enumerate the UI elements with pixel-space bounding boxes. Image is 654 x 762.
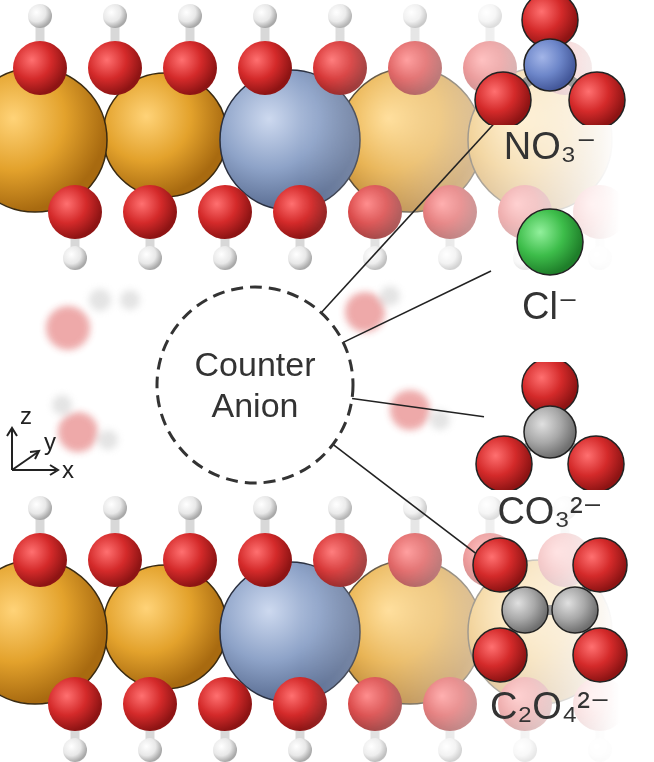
molecule-model (470, 0, 630, 125)
leader-line (352, 398, 484, 416)
anion-formula: NO₃⁻ (466, 125, 634, 169)
leader-line (343, 271, 491, 342)
anion-circle: Counter Anion (155, 285, 355, 485)
anion-formula: CO₃²⁻ (466, 490, 634, 534)
axis-label: x (62, 458, 74, 482)
leader-line (333, 444, 484, 559)
axis-label: z (20, 404, 32, 428)
molecule-model (470, 535, 630, 685)
anion-molecule: Cl⁻ (466, 200, 634, 329)
anion-molecule: C₂O₄²⁻ (466, 535, 634, 729)
anion-formula: Cl⁻ (466, 285, 634, 329)
anion-molecule: NO₃⁻ (466, 0, 634, 169)
anion-formula: C₂O₄²⁻ (466, 685, 634, 729)
molecule-model (470, 200, 630, 285)
circle-label: Counter Anion (175, 344, 335, 426)
dashed-circle (155, 285, 355, 485)
anion-molecule: CO₃²⁻ (466, 362, 634, 534)
axis-label: y (44, 430, 56, 454)
molecule-model (470, 362, 630, 490)
leader-line (321, 111, 505, 313)
